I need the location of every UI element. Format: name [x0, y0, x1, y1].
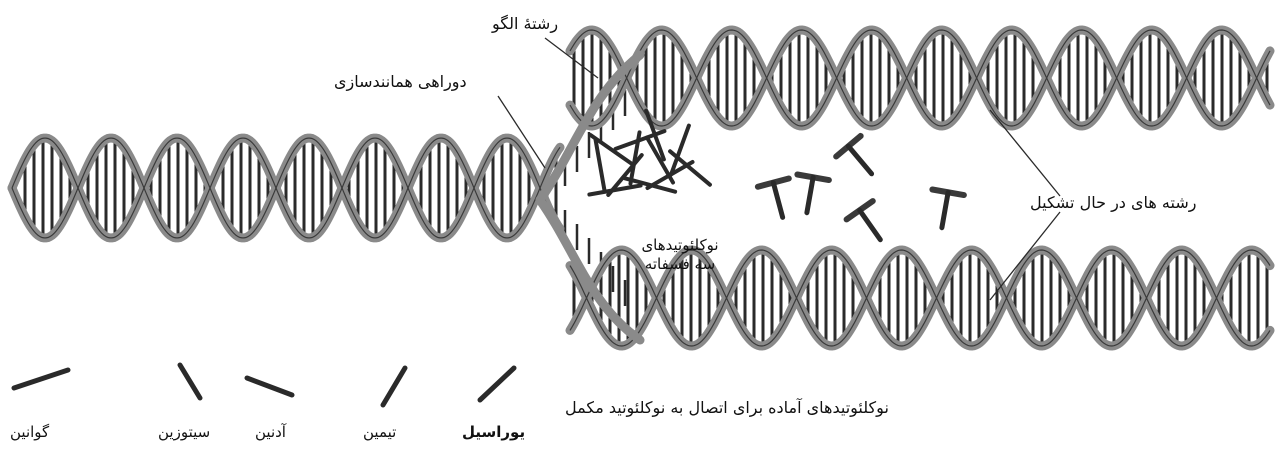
cluster-nucleotide [670, 151, 710, 184]
legend-bars [14, 365, 514, 405]
free-nucleotides [758, 136, 964, 249]
free-nucleotide [836, 136, 884, 184]
legend-bar-uracil [480, 368, 514, 400]
legend-bar-adenine [247, 378, 292, 395]
ready-nucleotides-label: نوکلئوتیدهای آماده برای اتصال به نوکلئوت… [565, 398, 889, 418]
legend-label-cytosine: سیتوزین [158, 423, 210, 442]
nucleotide-stem [807, 177, 813, 212]
triphosphate-nucleotide-cluster [589, 111, 710, 195]
nucleotide-stem [773, 183, 782, 218]
free-nucleotide [758, 178, 798, 221]
nucleotide-stem [848, 146, 871, 174]
legend-label-adenine: آدنین [255, 423, 286, 442]
legend-bar-guanine [14, 370, 68, 388]
nucleotide-stem [942, 192, 948, 227]
helix-strands [12, 30, 1270, 346]
triphosphate-label-line2: سه فسفاته [620, 255, 740, 274]
legend-bar-cytosine [180, 365, 200, 398]
legend-label-guanine: گوانین [10, 423, 49, 442]
cluster-nucleotide [595, 139, 604, 190]
free-nucleotide [791, 174, 829, 215]
nucleotide-stem [860, 210, 881, 239]
triphosphate-nucleotides-label: نوکلئوتیدهای سه فسفاته [620, 236, 740, 274]
growing-strands-label: رشته های در حال تشکیل [1030, 193, 1196, 213]
triphosphate-label-line1: نوکلئوتیدهای [620, 236, 740, 255]
replication-fork-label: دوراهی همانندسازی [334, 72, 467, 92]
legend-label-thymine: تیمین [363, 423, 396, 442]
template-strand-label: رشتهٔ الگو [492, 14, 558, 34]
legend-label-uracil: یوراسیل [462, 423, 525, 442]
legend-bar-thymine [383, 368, 405, 405]
free-nucleotide [926, 189, 964, 230]
free-nucleotide [847, 201, 894, 249]
